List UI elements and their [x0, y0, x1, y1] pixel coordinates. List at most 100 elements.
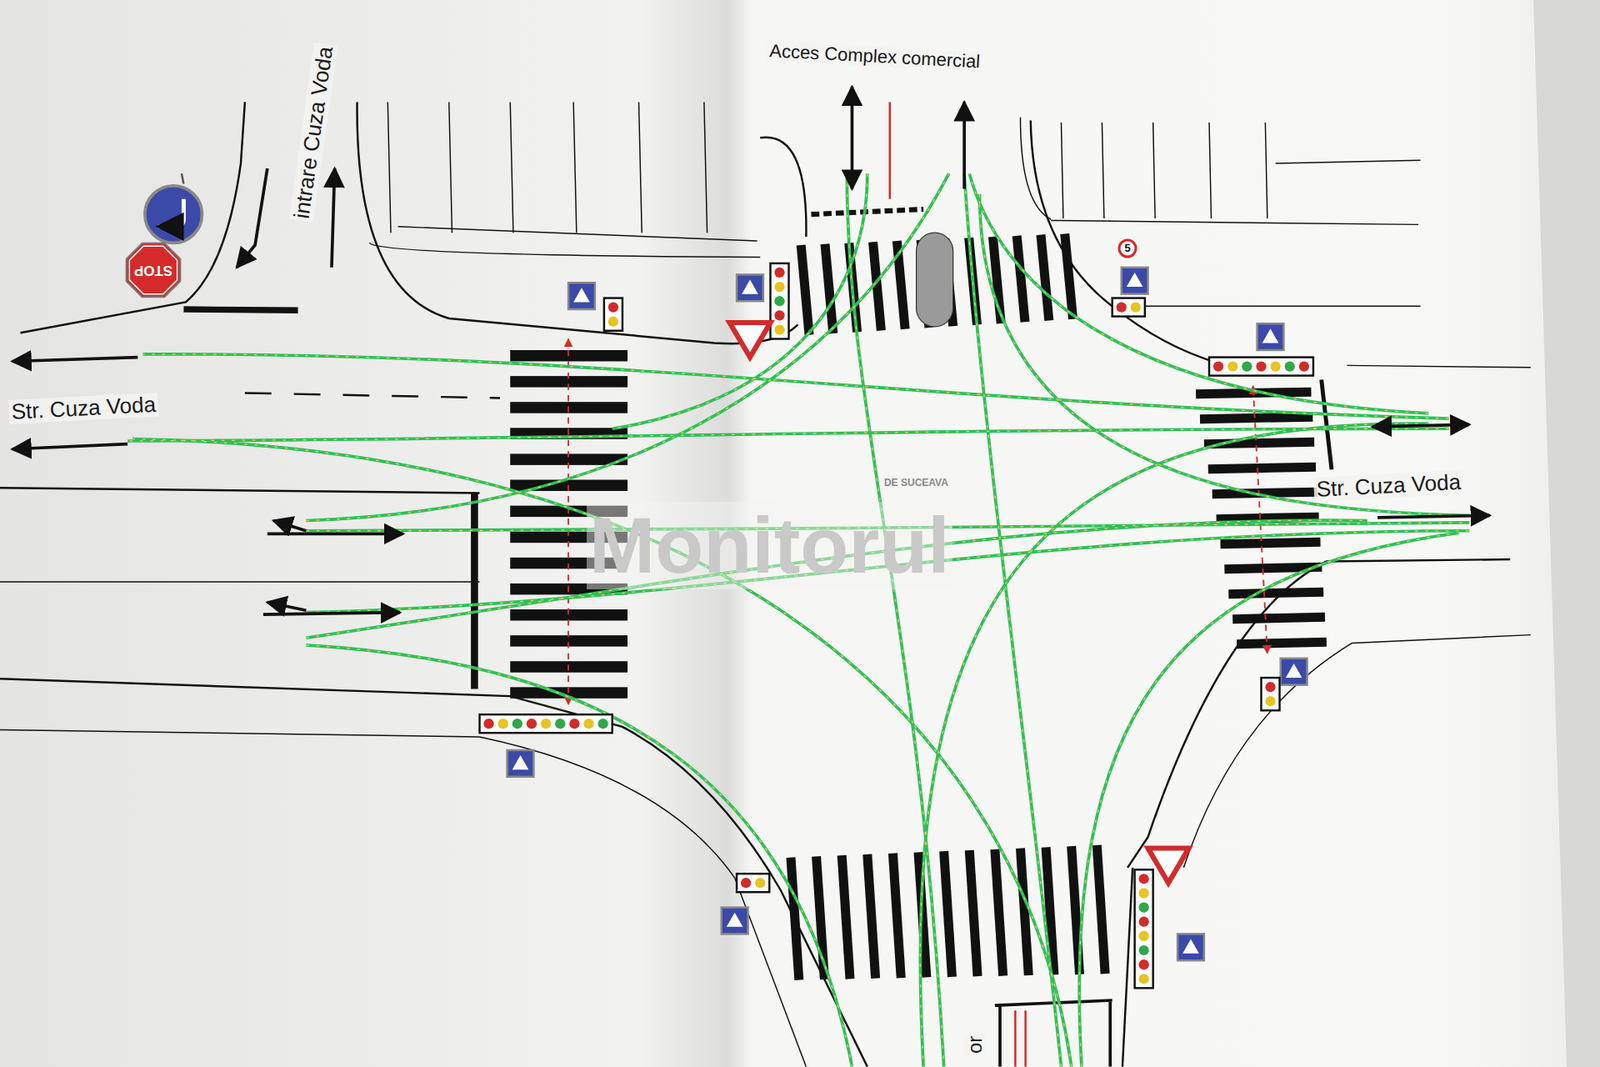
mandatory-direction-sign	[145, 185, 203, 244]
lane-mark	[1024, 1010, 1026, 1066]
trajectory-dash	[142, 354, 1449, 419]
curb	[0, 730, 806, 1067]
curb	[20, 101, 245, 333]
traffic-light-lamp	[1116, 301, 1127, 312]
stop-border	[129, 246, 177, 295]
traffic-light-lamp	[1265, 695, 1275, 706]
crosswalk-stripe	[1065, 233, 1074, 319]
vehicle-trajectory	[132, 439, 1072, 1067]
vehicle-trajectory	[964, 173, 1061, 1066]
vehicle-trajectory	[142, 354, 1449, 419]
traffic-light	[604, 298, 623, 331]
traffic-light-lamp	[1139, 973, 1150, 984]
trajectory-dash	[305, 645, 852, 1067]
stop-octagon	[125, 243, 180, 298]
pedestrian-sign	[1121, 267, 1149, 295]
traffic-light-lamp	[1265, 681, 1275, 692]
yield-sign	[730, 322, 771, 358]
direction-arrow	[12, 357, 139, 362]
crosswalk-stripe	[1236, 641, 1327, 644]
curb	[1030, 120, 1220, 363]
crosswalk-stripe	[790, 857, 800, 980]
traffic-light	[480, 714, 613, 733]
traffic-light-lamp	[755, 877, 765, 888]
crosswalk-stripe	[1232, 616, 1325, 619]
traffic-light	[770, 263, 789, 340]
traffic-light-lamp	[1139, 945, 1150, 955]
pedestrian-sign	[1280, 658, 1308, 685]
crosswalk-stripe	[1096, 845, 1105, 974]
parking-line	[639, 101, 643, 233]
parking-line	[1050, 220, 1419, 225]
traffic-light-lamp	[774, 281, 785, 292]
crosswalk-stripe	[969, 850, 978, 976]
pedestrian-path	[567, 339, 570, 705]
traffic-light-lamp	[1139, 873, 1150, 884]
pedestrian-sign	[507, 750, 535, 777]
direction-arrow	[236, 168, 268, 268]
parking-line	[1265, 122, 1267, 219]
traffic-light	[1112, 298, 1145, 317]
speed-limit-sign: 5	[1117, 238, 1138, 259]
parking-line	[1275, 160, 1421, 164]
stop-line	[1321, 380, 1332, 470]
trajectory-dash	[980, 194, 1470, 516]
crosswalk-stripe	[800, 245, 810, 335]
pedestrian-sign	[1177, 933, 1205, 960]
parking-line	[1153, 122, 1155, 219]
traffic-light-lamp	[608, 301, 619, 312]
vehicle-trajectory	[1079, 532, 1460, 1066]
vehicle-trajectory	[612, 173, 868, 429]
center-line	[245, 392, 500, 398]
crosswalk-stripe	[841, 855, 850, 979]
parking-line	[369, 242, 760, 257]
pedestrian-sign-mark	[726, 912, 744, 927]
crosswalk-stripe	[825, 244, 834, 334]
parking-line	[1209, 122, 1211, 219]
pedestrian-sign	[721, 907, 749, 935]
vehicle-trajectory	[980, 194, 1470, 516]
crosswalk-stripe	[995, 849, 1004, 976]
parking-line	[449, 101, 453, 233]
lane-arrow	[267, 532, 404, 536]
crosswalk-stripe	[1016, 235, 1025, 322]
pedestrian-sign-mark	[1126, 272, 1144, 287]
traffic-light-lamp	[774, 310, 785, 320]
trajectory-dash	[920, 423, 1429, 1067]
direction-arrow	[1372, 424, 1470, 426]
parking-line	[1132, 305, 1420, 307]
pedestrian-sign-mark	[1182, 939, 1200, 954]
sign-text: STOP	[134, 263, 173, 278]
crosswalk-stripe	[1040, 235, 1050, 321]
direction-arrow	[850, 86, 855, 189]
trajectory-dash	[612, 173, 868, 429]
pedestrian-sign-mark	[741, 280, 759, 295]
street-label: or	[964, 1033, 986, 1056]
traffic-light-lamp	[1285, 360, 1295, 371]
traffic-light-lamp	[1139, 901, 1150, 912]
watermark: Monitorul	[586, 501, 953, 590]
direction-arrow	[1377, 515, 1490, 517]
parking-line	[704, 101, 708, 233]
pedestrian-sign-mark	[512, 755, 530, 770]
traffic-light-lamp	[540, 718, 551, 729]
parking-line	[387, 101, 391, 233]
traffic-light-lamp	[774, 324, 785, 335]
traffic-light-lamp	[526, 718, 537, 729]
crosswalk-stripe	[1208, 466, 1316, 469]
traffic-light-lamp	[498, 718, 509, 729]
traffic-light-lamp	[1227, 360, 1238, 371]
traffic-light-lamp	[1270, 360, 1280, 371]
parking-line	[1020, 117, 1051, 220]
curb	[0, 678, 868, 1066]
crosswalk-stripe	[867, 854, 876, 979]
crosswalk-stripe	[944, 850, 953, 977]
refuge-island	[916, 232, 954, 327]
vehicle-trajectory	[846, 173, 944, 1066]
curb	[1183, 635, 1530, 868]
crosswalk-stripe	[1216, 516, 1320, 519]
direction-arrow	[962, 101, 966, 189]
watermark: DE SUCEAVA	[881, 477, 951, 489]
traffic-light	[736, 873, 770, 892]
